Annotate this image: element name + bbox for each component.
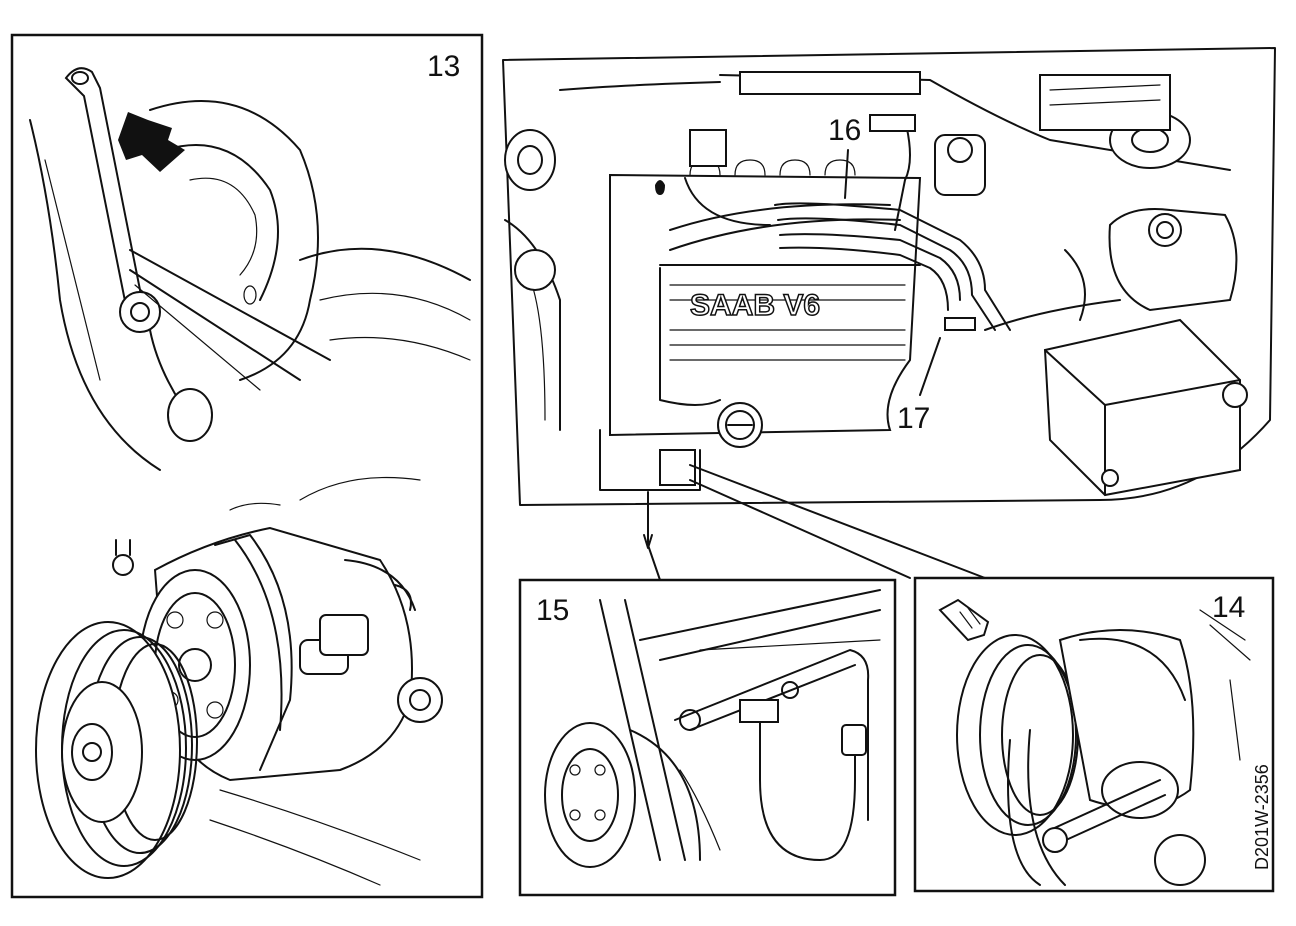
pointer-to-panel-15 — [647, 491, 691, 581]
strut-top-left-drawing — [504, 129, 561, 431]
engine-cover-drawing — [29, 100, 471, 471]
callout-13: 13 — [427, 50, 460, 83]
panel-15-pulley — [544, 722, 636, 868]
coolant-reservoir-drawing — [1108, 208, 1238, 312]
brake-fluid-reservoir-drawing — [934, 134, 986, 196]
compressor-connector-drawing — [544, 589, 881, 868]
wrench-drawing — [64, 67, 161, 333]
strut-top-right-drawing — [1039, 74, 1191, 169]
engine-bay-overview: SAAB V6 — [502, 47, 1276, 506]
pointer-to-panel-14-a — [689, 464, 986, 579]
callout-15: 15 — [536, 594, 569, 627]
direction-arrow-icon — [118, 112, 185, 172]
engine-bay-outline — [502, 47, 1276, 506]
intake-manifold-drawing — [609, 173, 922, 437]
panel-15: 15 — [518, 578, 897, 897]
compressor-connector-location — [659, 449, 696, 486]
compressor-bolt-drawing — [938, 598, 1251, 886]
ignition-leads-drawing — [684, 114, 1011, 331]
document-id: D201W-2356 — [1252, 764, 1272, 870]
callout-17: 17 — [897, 402, 930, 435]
leader-16 — [844, 149, 849, 199]
panel-13: 13 — [10, 33, 484, 899]
mounting-bolt-icon — [938, 598, 990, 642]
panel-14: 14 D201W-2356 — [913, 576, 1275, 893]
ac-compressor-drawing — [35, 476, 443, 886]
battery-drawing — [1043, 318, 1248, 497]
pointer-to-panel-14-b — [689, 479, 911, 579]
saab-v6-logo: SAAB V6 — [690, 289, 820, 322]
drive-belt-drawing — [129, 249, 331, 442]
callout-14: 14 — [1212, 591, 1245, 624]
leader-17 — [919, 337, 941, 396]
callout-16: 16 — [828, 114, 861, 147]
